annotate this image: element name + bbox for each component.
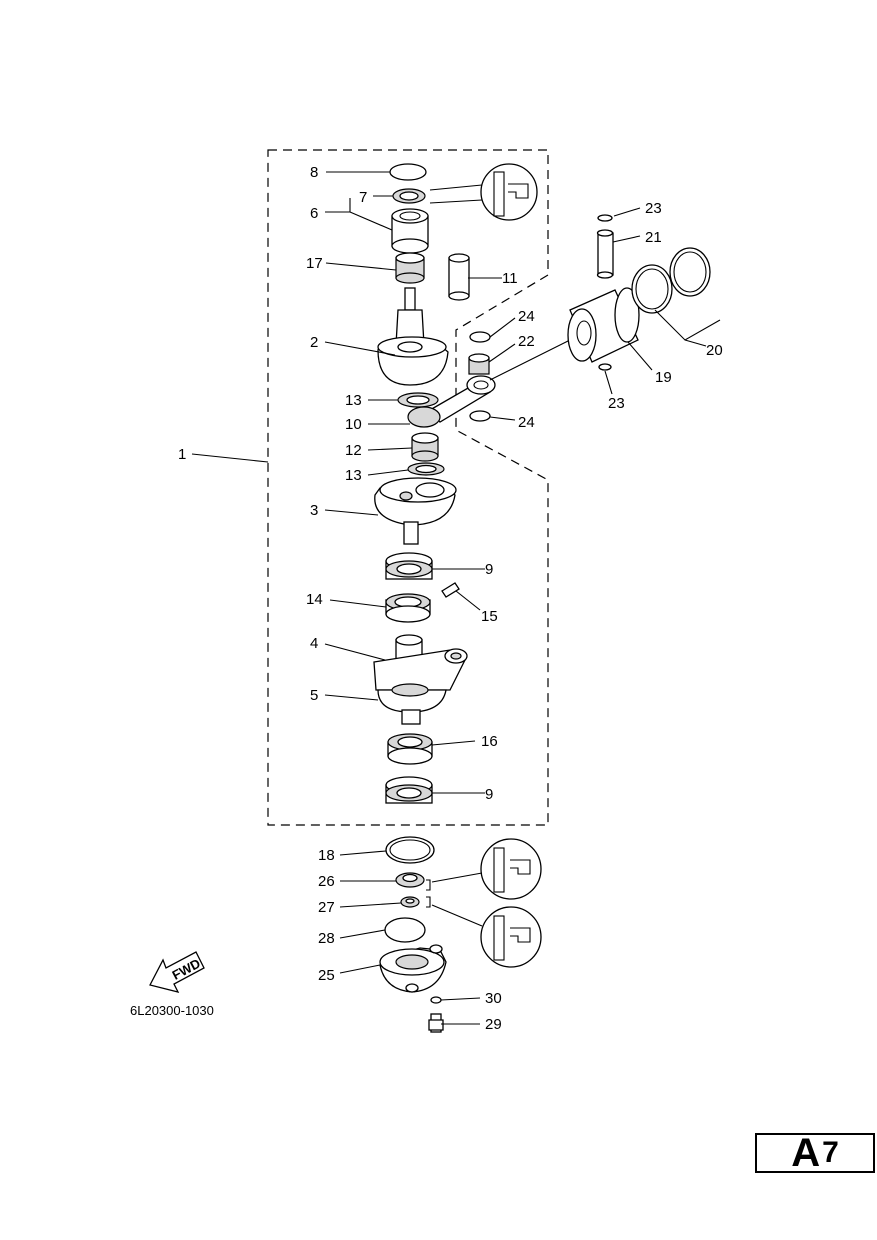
callout-27: 27 — [318, 899, 335, 916]
part-16-oil-seal — [387, 733, 433, 765]
page-badge-letter: A — [791, 1131, 821, 1175]
part-23-circlip-top — [597, 214, 613, 222]
callout-23-bottom: 23 — [608, 395, 625, 412]
assembly-boundary — [267, 149, 549, 826]
part-5-lower-crank-web — [377, 683, 447, 725]
callout-13-lower: 13 — [345, 467, 362, 484]
callout-13-upper: 13 — [345, 392, 362, 409]
callout-9-lower: 9 — [485, 786, 493, 803]
part-8-oring — [389, 163, 427, 181]
part-4-lower-crank — [373, 634, 468, 691]
grease-callout-top — [429, 163, 538, 221]
callout-5: 5 — [310, 687, 318, 704]
callout-26: 26 — [318, 873, 335, 890]
part-3-middle-crank — [374, 477, 457, 545]
part-20-piston-rings — [631, 247, 711, 314]
callout-9-upper: 9 — [485, 561, 493, 578]
callout-24-lower: 24 — [518, 414, 535, 431]
callout-22: 22 — [518, 333, 535, 350]
callout-10: 10 — [345, 416, 362, 433]
callout-25: 25 — [318, 967, 335, 984]
part-22-needle-bearing — [468, 353, 490, 375]
grease-callout-middle — [431, 838, 542, 900]
callout-24-upper: 24 — [518, 308, 535, 325]
callout-16: 16 — [481, 733, 498, 750]
part-15-dowel-pin — [441, 582, 460, 598]
part-24-washer-lower — [469, 410, 491, 422]
callout-3: 3 — [310, 502, 318, 519]
part-12-needle-bearing — [411, 432, 439, 462]
part-18-oring — [385, 836, 435, 864]
part-2-upper-crank — [377, 287, 449, 386]
callout-4: 4 — [310, 635, 318, 652]
callout-12: 12 — [345, 442, 362, 459]
callout-18: 18 — [318, 847, 335, 864]
part-14-labyrinth-seal — [385, 593, 431, 623]
callout-1: 1 — [178, 446, 186, 463]
part-30-washer — [430, 996, 442, 1004]
part-24-washer-upper — [469, 331, 491, 343]
callout-21: 21 — [645, 229, 662, 246]
callout-29: 29 — [485, 1016, 502, 1033]
callout-6: 6 — [310, 205, 318, 222]
part-28-gasket — [384, 917, 426, 943]
callout-labels: 1 2 3 4 5 6 7 8 9 9 10 11 12 13 13 14 15… — [178, 164, 723, 1033]
part-code: 6L20300-1030 — [130, 1003, 214, 1018]
part-23-circlip-bottom — [598, 363, 612, 371]
part-9-ball-bearing-upper — [385, 552, 433, 580]
callout-8: 8 — [310, 164, 318, 181]
part-10-connecting-rod — [407, 329, 591, 428]
page-badge-number: 7 — [822, 1136, 839, 1169]
page-badge: A 7 — [755, 1133, 875, 1173]
part-25-housing — [379, 944, 447, 993]
callout-30: 30 — [485, 990, 502, 1007]
part-21-piston-pin — [596, 229, 614, 279]
callout-2: 2 — [310, 334, 318, 351]
callout-28: 28 — [318, 930, 335, 947]
callout-20: 20 — [706, 342, 723, 359]
part-9-ball-bearing-lower — [385, 776, 433, 804]
part-11-crank-pin — [448, 253, 470, 301]
grease-callout-bottom — [431, 904, 542, 968]
callout-17: 17 — [306, 255, 323, 272]
callout-7: 7 — [359, 189, 367, 206]
callout-19: 19 — [655, 369, 672, 386]
part-19-piston — [567, 287, 640, 363]
fwd-arrow-icon: FWD — [149, 951, 205, 993]
leader-lines — [191, 171, 721, 1025]
callout-15: 15 — [481, 608, 498, 625]
part-26-oil-seal — [395, 872, 425, 888]
svg-text:FWD: FWD — [170, 956, 203, 983]
part-6-bushing — [391, 208, 429, 254]
callout-11: 11 — [502, 270, 518, 287]
part-29-bolt — [428, 1013, 444, 1033]
part-27-seal — [400, 896, 420, 908]
part-17-bearing — [395, 252, 425, 284]
callout-23-top: 23 — [645, 200, 662, 217]
callout-14: 14 — [306, 591, 323, 608]
